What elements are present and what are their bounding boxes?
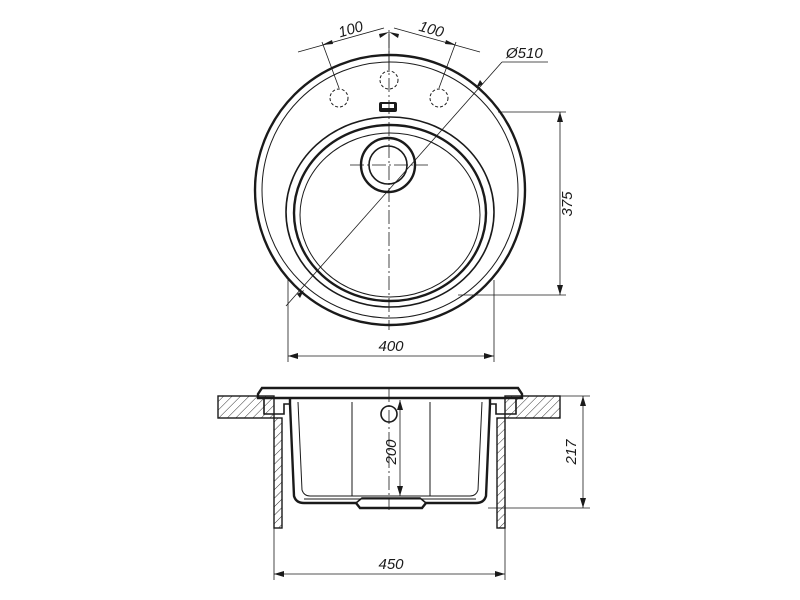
hole-spacing-arrow-2 (379, 32, 389, 38)
width-arrow-right (484, 353, 494, 359)
cabinet-wall-right (496, 417, 506, 529)
hole-spacing-left-label: 100 (336, 18, 365, 41)
overall-width-arrow-right (495, 571, 505, 577)
outer-rim-inner-edge (261, 61, 519, 319)
bowl-outer-wall (288, 398, 492, 510)
bowl-inner-edge (292, 123, 488, 303)
depth-top-view-label: 375 (559, 191, 576, 217)
overall-width-arrow-left (274, 571, 284, 577)
depth-arrow-bottom (557, 285, 563, 295)
tap-hole-center (379, 70, 399, 90)
section-view: 200 217 450 (217, 386, 590, 580)
width-arrow-left (288, 353, 298, 359)
clamp-left (263, 398, 290, 415)
countertop-left (217, 395, 275, 419)
bowl-outer-edge (285, 116, 495, 308)
drain-section (355, 497, 427, 504)
bowl-depth-arrow-top (397, 400, 403, 410)
height-arrow-top (580, 396, 586, 406)
tap-hole-left (329, 88, 349, 108)
hole-spacing-extension-left (321, 41, 340, 89)
hole-spacing-line-right (393, 27, 481, 53)
hole-spacing-arrow-3 (389, 32, 399, 38)
bowl-inner-wall (297, 401, 483, 497)
outer-diameter-label: Ø510 (505, 45, 543, 62)
cabinet-wall-left (273, 417, 283, 529)
diameter-arrow-bottom (297, 290, 304, 298)
top-view: 100 100 Ø510 375 400 (253, 18, 576, 362)
height-arrow-bottom (580, 498, 586, 508)
hole-spacing-extension-right (438, 41, 457, 89)
clamp-right (490, 398, 517, 415)
hole-spacing-right-label: 100 (417, 18, 446, 41)
total-height-label: 217 (563, 439, 580, 466)
outer-rim (253, 53, 527, 327)
hole-spacing-arrow-4 (445, 40, 456, 45)
bowl-width-label: 400 (378, 338, 404, 355)
diameter-leader (285, 61, 503, 307)
depth-arrow-top (557, 112, 563, 122)
sink-rim (256, 386, 524, 400)
overflow-slot-inner (382, 104, 394, 108)
countertop-right (504, 395, 561, 419)
hole-spacing-arrow-1 (322, 40, 333, 45)
bowl-depth-label: 200 (383, 439, 400, 466)
tap-hole-right (429, 88, 449, 108)
overall-width-label: 450 (378, 556, 404, 573)
diameter-arrow-top (476, 80, 483, 88)
bowl-floor-edge (299, 132, 481, 298)
hole-spacing-line-left (297, 27, 385, 53)
bowl-depth-arrow-bottom (397, 486, 403, 496)
